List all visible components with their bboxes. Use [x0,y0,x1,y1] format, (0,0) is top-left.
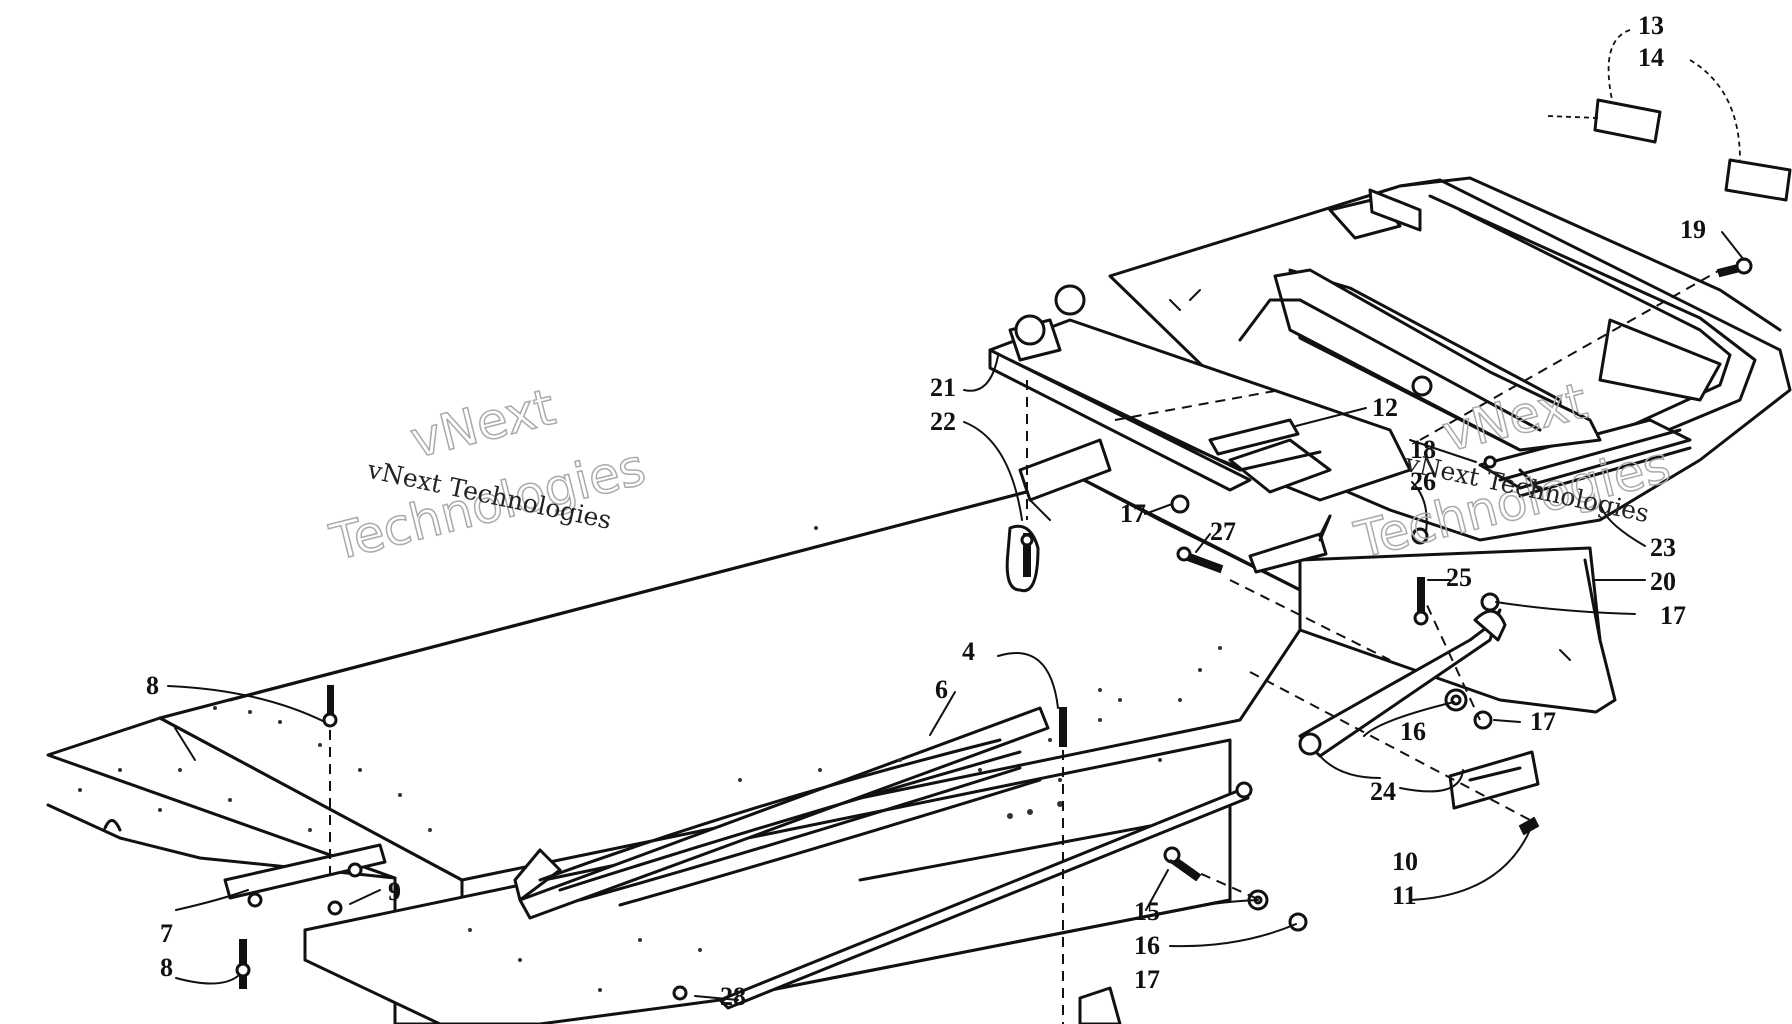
callout-8-bottom: 8 [160,953,173,982]
callout-16-upper: 16 [1400,717,1426,746]
callout-9: 9 [388,877,401,906]
bracket-part-27 [1248,514,1332,574]
callout-17-right: 17 [1660,601,1686,630]
tunnel-side-rod [718,781,1253,1010]
callout-8-top: 8 [146,671,159,700]
callout-4: 4 [962,637,975,666]
callout-17-bottom: 17 [1134,965,1160,994]
watermark-left: vNext Technologies [324,377,652,573]
callout-15: 15 [1134,897,1160,926]
callout-23: 23 [1650,533,1676,562]
callout-11: 11 [1392,881,1417,910]
callout-17-left: 17 [1120,499,1146,528]
callout-12: 12 [1372,393,1398,422]
callout-14: 14 [1638,43,1664,72]
callout-19: 19 [1680,215,1706,244]
callout-18: 18 [1410,435,1436,464]
callout-24: 24 [1370,777,1396,806]
rivet-dots [78,526,1222,992]
callout-13: 13 [1638,11,1664,40]
grab-tube-24 [1298,608,1507,758]
leader-lines [329,29,1741,1024]
decal-plate-13 [1593,98,1662,144]
callout-7: 7 [160,919,173,948]
decal-plate-14 [1724,158,1792,202]
bracket-part-7 [223,843,387,908]
callout-21: 21 [930,373,956,402]
callout-leaders [167,231,1745,1001]
callout-6: 6 [935,675,948,704]
callout-10: 10 [1392,847,1418,876]
tunnel-body [158,438,1322,882]
watermark-outline-line1: vNext [405,378,561,470]
callout-28: 28 [720,982,746,1011]
tail-light-10 [1448,750,1540,810]
running-board-rail [513,706,1050,920]
plate-part-12 [1208,418,1300,456]
rear-flap-plate [1298,546,1617,714]
seat-bracket-21 [988,284,1412,502]
callout-25: 25 [1446,563,1472,592]
callout-22: 22 [930,407,956,436]
callout-17-mid: 17 [1530,707,1556,736]
center-frame [1238,268,1602,452]
callout-16-lower: 16 [1134,931,1160,960]
callout-20: 20 [1650,567,1676,596]
callout-27: 27 [1210,517,1236,546]
callout-labels: 4 6 7 8 8 9 10 11 12 13 14 15 16 16 17 1… [146,11,1706,1011]
callout-26: 26 [1410,467,1436,496]
